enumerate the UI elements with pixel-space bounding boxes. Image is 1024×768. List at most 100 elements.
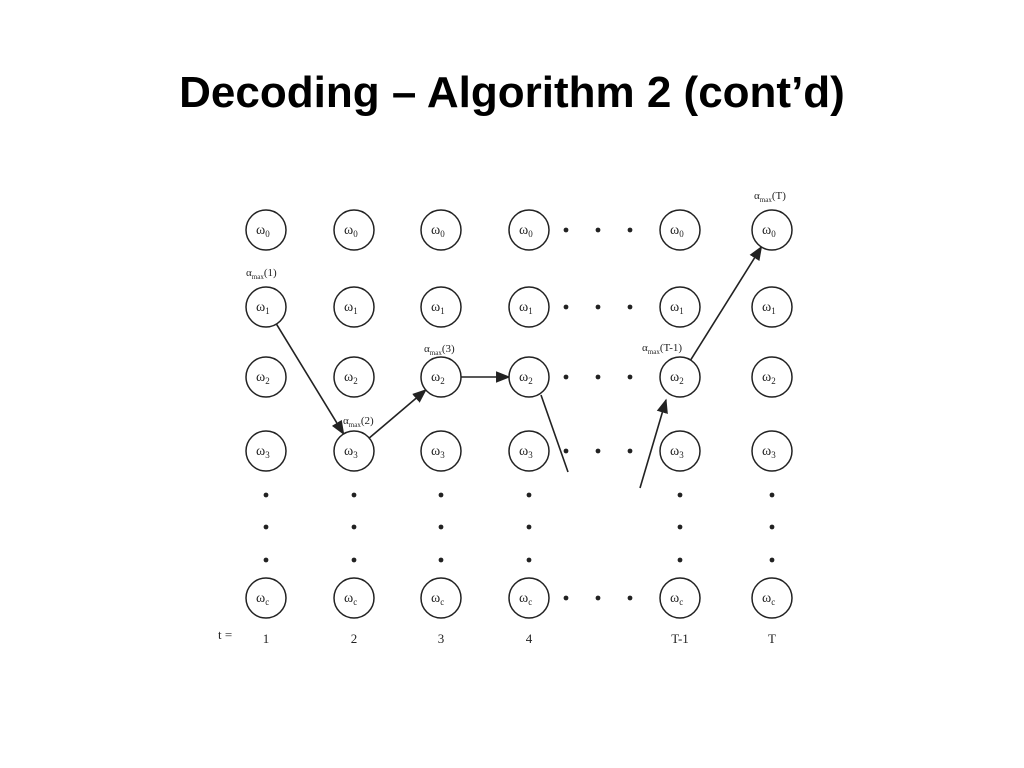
vertical-ellipsis-dot xyxy=(526,557,532,563)
horizontal-ellipsis-dot xyxy=(563,227,569,233)
state-subscript: c xyxy=(771,597,775,607)
vertical-ellipsis-dot xyxy=(351,492,357,498)
vertical-ellipsis-dot xyxy=(677,524,683,530)
alpha-argument: (2) xyxy=(361,415,374,427)
vertical-ellipsis-dot xyxy=(526,492,532,498)
best-path-edge xyxy=(368,389,427,439)
state-circle xyxy=(420,577,462,619)
state-nodes: ω0ω1ω2ω3ωcω0ω1ω2ω3ωcω0ω1ω2ω3ωcω0ω1ω2ω3ωc… xyxy=(245,209,793,619)
vertical-ellipsis-dot xyxy=(438,524,444,530)
time-prefix: t = xyxy=(218,627,232,642)
state-circle xyxy=(333,356,375,398)
state-circle xyxy=(751,356,793,398)
vertical-ellipsis-dot xyxy=(769,524,775,530)
time-label: 1 xyxy=(263,631,270,646)
state-node: ωc xyxy=(659,577,701,619)
alpha-symbol: α xyxy=(246,267,252,279)
state-subscript: 0 xyxy=(679,229,684,239)
state-subscript: 2 xyxy=(528,376,533,386)
time-label: 4 xyxy=(526,631,533,646)
state-node: ωc xyxy=(245,577,287,619)
state-node: ω1 xyxy=(245,286,287,328)
state-circle xyxy=(751,286,793,328)
state-node: ω2 xyxy=(420,356,462,398)
state-subscript: 3 xyxy=(353,450,358,460)
state-node: ω2 xyxy=(245,356,287,398)
state-subscript: 0 xyxy=(265,229,270,239)
state-node: ω1 xyxy=(659,286,701,328)
state-node: ωc xyxy=(751,577,793,619)
state-circle xyxy=(245,577,287,619)
horizontal-ellipsis-dot xyxy=(627,374,633,380)
state-node: ω2 xyxy=(333,356,375,398)
state-circle xyxy=(420,356,462,398)
state-circle xyxy=(333,577,375,619)
state-circle xyxy=(659,356,701,398)
horizontal-ellipsis-dot xyxy=(563,448,569,454)
horizontal-ellipsis-dot xyxy=(595,374,601,380)
vertical-ellipsis-dot xyxy=(438,492,444,498)
alpha-subscript: max xyxy=(252,273,265,281)
state-subscript: 0 xyxy=(771,229,776,239)
vertical-ellipsis-dot xyxy=(526,524,532,530)
state-circle xyxy=(245,430,287,472)
path-segment-out xyxy=(540,394,569,473)
state-subscript: 0 xyxy=(440,229,445,239)
alpha-symbol: α xyxy=(754,190,760,202)
state-subscript: 2 xyxy=(771,376,776,386)
horizontal-ellipsis-dot xyxy=(595,448,601,454)
alpha-max-label: αmax(2) xyxy=(343,415,374,429)
state-circle xyxy=(420,286,462,328)
state-node: ω2 xyxy=(751,356,793,398)
alpha-max-label: αmax(T) xyxy=(754,190,786,204)
state-subscript: 3 xyxy=(265,450,270,460)
vertical-ellipsis-dot xyxy=(351,557,357,563)
vertical-ellipsis-dot xyxy=(263,492,269,498)
path-segment-in xyxy=(639,398,668,489)
state-circle xyxy=(245,209,287,251)
alpha-max-label: αmax(T-1) xyxy=(642,342,682,356)
alpha-subscript: max xyxy=(349,421,362,429)
horizontal-ellipsis-dot xyxy=(627,595,633,601)
alpha-symbol: α xyxy=(424,343,430,355)
best-path-edge xyxy=(689,245,763,361)
alpha-symbol: α xyxy=(343,415,349,427)
state-subscript: 3 xyxy=(440,450,445,460)
best-path-edges xyxy=(275,245,763,489)
state-circle xyxy=(245,356,287,398)
state-subscript: 2 xyxy=(353,376,358,386)
state-node: ω0 xyxy=(751,209,793,251)
alpha-max-label: αmax(3) xyxy=(424,343,455,357)
state-node: ω3 xyxy=(659,430,701,472)
state-node: ω0 xyxy=(659,209,701,251)
vertical-ellipsis-dot xyxy=(351,524,357,530)
state-node: ω0 xyxy=(333,209,375,251)
alpha-argument: (3) xyxy=(442,343,455,355)
state-subscript: c xyxy=(265,597,269,607)
horizontal-ellipsis-dot xyxy=(627,304,633,310)
vertical-ellipsis-dot xyxy=(438,557,444,563)
state-circle xyxy=(508,356,550,398)
state-circle xyxy=(751,430,793,472)
state-subscript: 0 xyxy=(528,229,533,239)
alpha-argument: (T) xyxy=(772,190,786,202)
state-node: ω3 xyxy=(333,430,375,472)
state-node: ω3 xyxy=(420,430,462,472)
state-node: ω2 xyxy=(508,356,550,398)
horizontal-ellipsis-dot xyxy=(595,227,601,233)
state-node: ωc xyxy=(508,577,550,619)
state-node: ω0 xyxy=(508,209,550,251)
vertical-ellipsis-dot xyxy=(769,492,775,498)
state-circle xyxy=(420,209,462,251)
horizontal-ellipsis-dot xyxy=(563,374,569,380)
state-node: ω0 xyxy=(420,209,462,251)
state-node: ωc xyxy=(333,577,375,619)
state-node: ω1 xyxy=(420,286,462,328)
alpha-argument: (T-1) xyxy=(660,342,683,354)
best-path-edge xyxy=(275,323,345,436)
horizontal-ellipsis-dot xyxy=(595,595,601,601)
state-node: ω3 xyxy=(508,430,550,472)
state-subscript: 1 xyxy=(440,306,445,316)
vertical-ellipsis-dot xyxy=(769,557,775,563)
